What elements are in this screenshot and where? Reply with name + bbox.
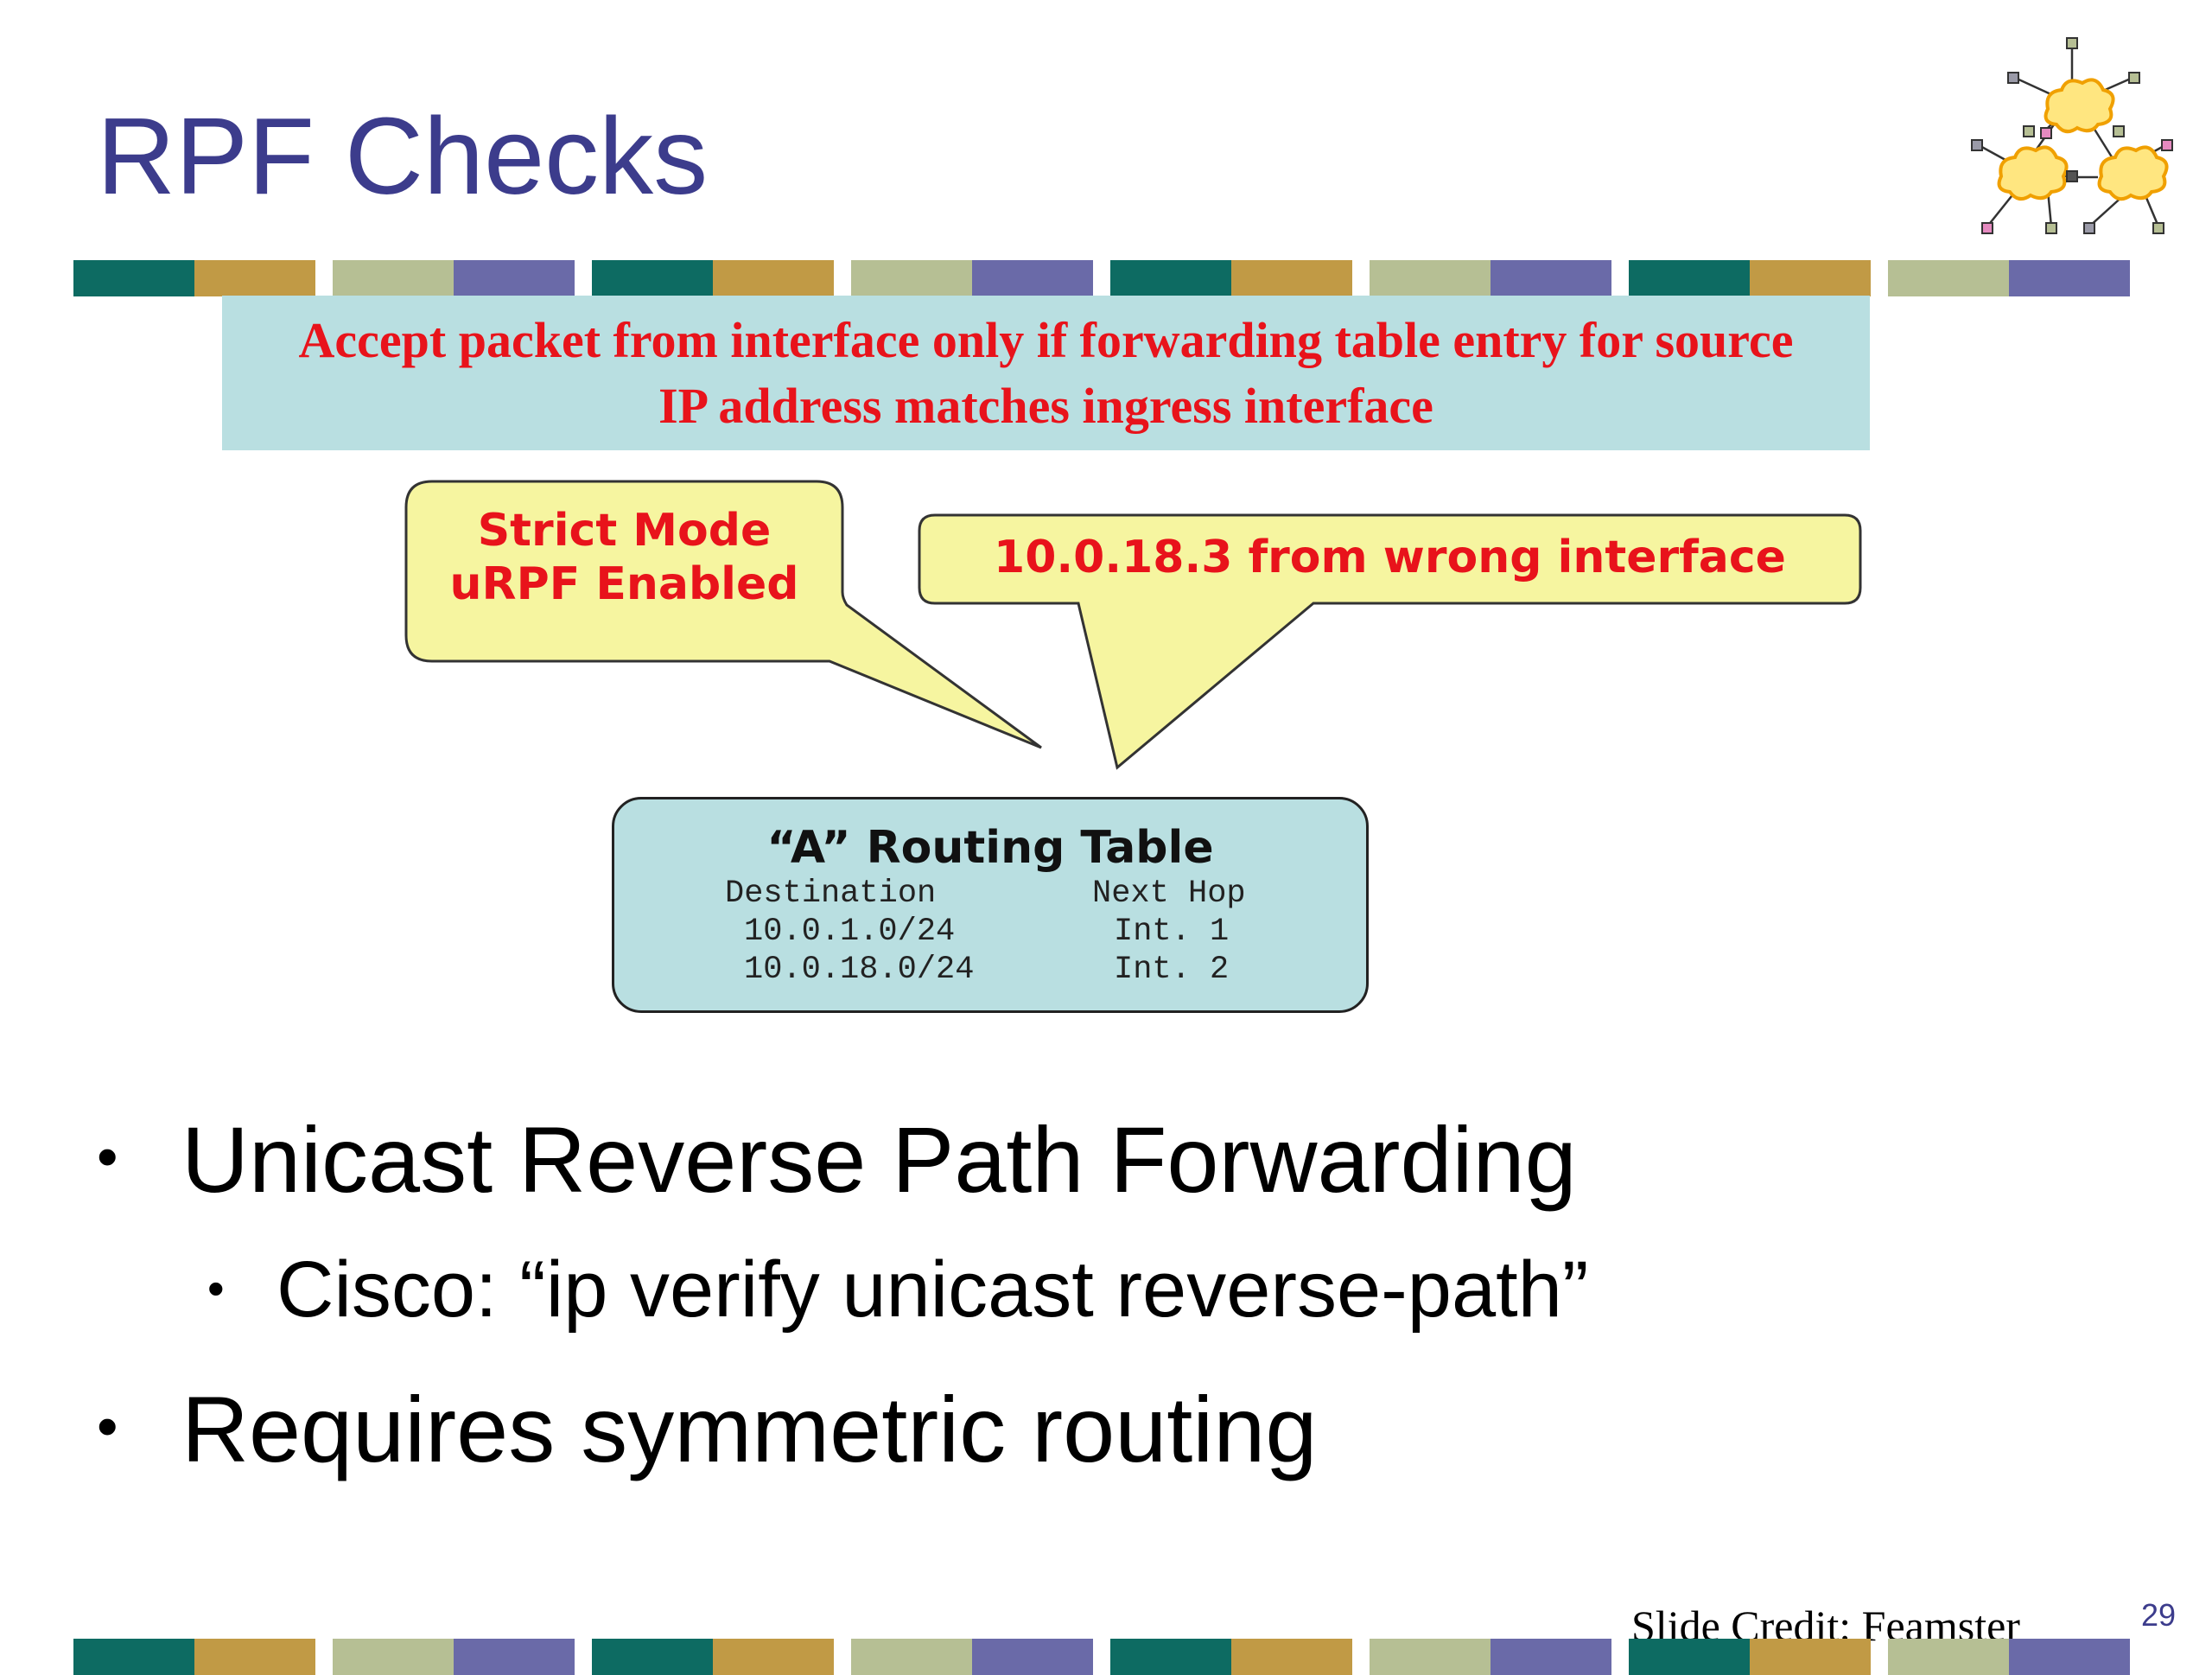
- wrong-interface-callout-shape: [918, 513, 1862, 770]
- definition-text: Accept packet from interface only if for…: [298, 311, 1794, 434]
- routing-table: “A” Routing Table Destination Next Hop 1…: [612, 797, 1369, 1013]
- routing-table-header-next-hop: Next Hop: [1092, 876, 1246, 912]
- wrong-interface-callout: 10.0.18.3 from wrong interface: [994, 532, 1786, 583]
- bullet-marker: •: [97, 1392, 118, 1460]
- page-number: 29: [2141, 1597, 2177, 1633]
- sub-bullet-cisco-command: Cisco: “ip verify unicast reverse-path”: [276, 1245, 1589, 1334]
- routing-table-title: “A” Routing Table: [766, 822, 1214, 874]
- routing-table-row-destination: 10.0.18.0/24: [744, 952, 975, 988]
- strict-mode-line2: uRPF Enabled: [449, 558, 799, 610]
- slide-title: RPF Checks: [97, 95, 709, 217]
- routing-table-row-next-hop: Int. 2: [1114, 952, 1230, 988]
- routing-table-row-destination: 10.0.1.0/24: [744, 914, 956, 950]
- strict-mode-callout-shape: [404, 480, 1042, 749]
- network-clouds-icon: [1971, 37, 2173, 234]
- bullet-marker: •: [97, 1123, 118, 1190]
- strict-mode-line1: Strict Mode: [477, 505, 772, 557]
- bullet-unicast-rpf: Unicast Reverse Path Forwarding: [181, 1107, 1577, 1212]
- top-divider-bar: [73, 260, 2140, 296]
- definition-box: Accept packet from interface only if for…: [222, 296, 1870, 450]
- bullet-symmetric-routing: Requires symmetric routing: [181, 1377, 1318, 1481]
- bottom-divider-bar: [73, 1639, 2140, 1675]
- routing-table-header-destination: Destination: [725, 876, 937, 912]
- strict-mode-callout: Strict Mode uRPF Enabled: [406, 504, 842, 611]
- routing-table-row-next-hop: Int. 1: [1114, 914, 1230, 950]
- sub-bullet-marker: •: [207, 1261, 225, 1315]
